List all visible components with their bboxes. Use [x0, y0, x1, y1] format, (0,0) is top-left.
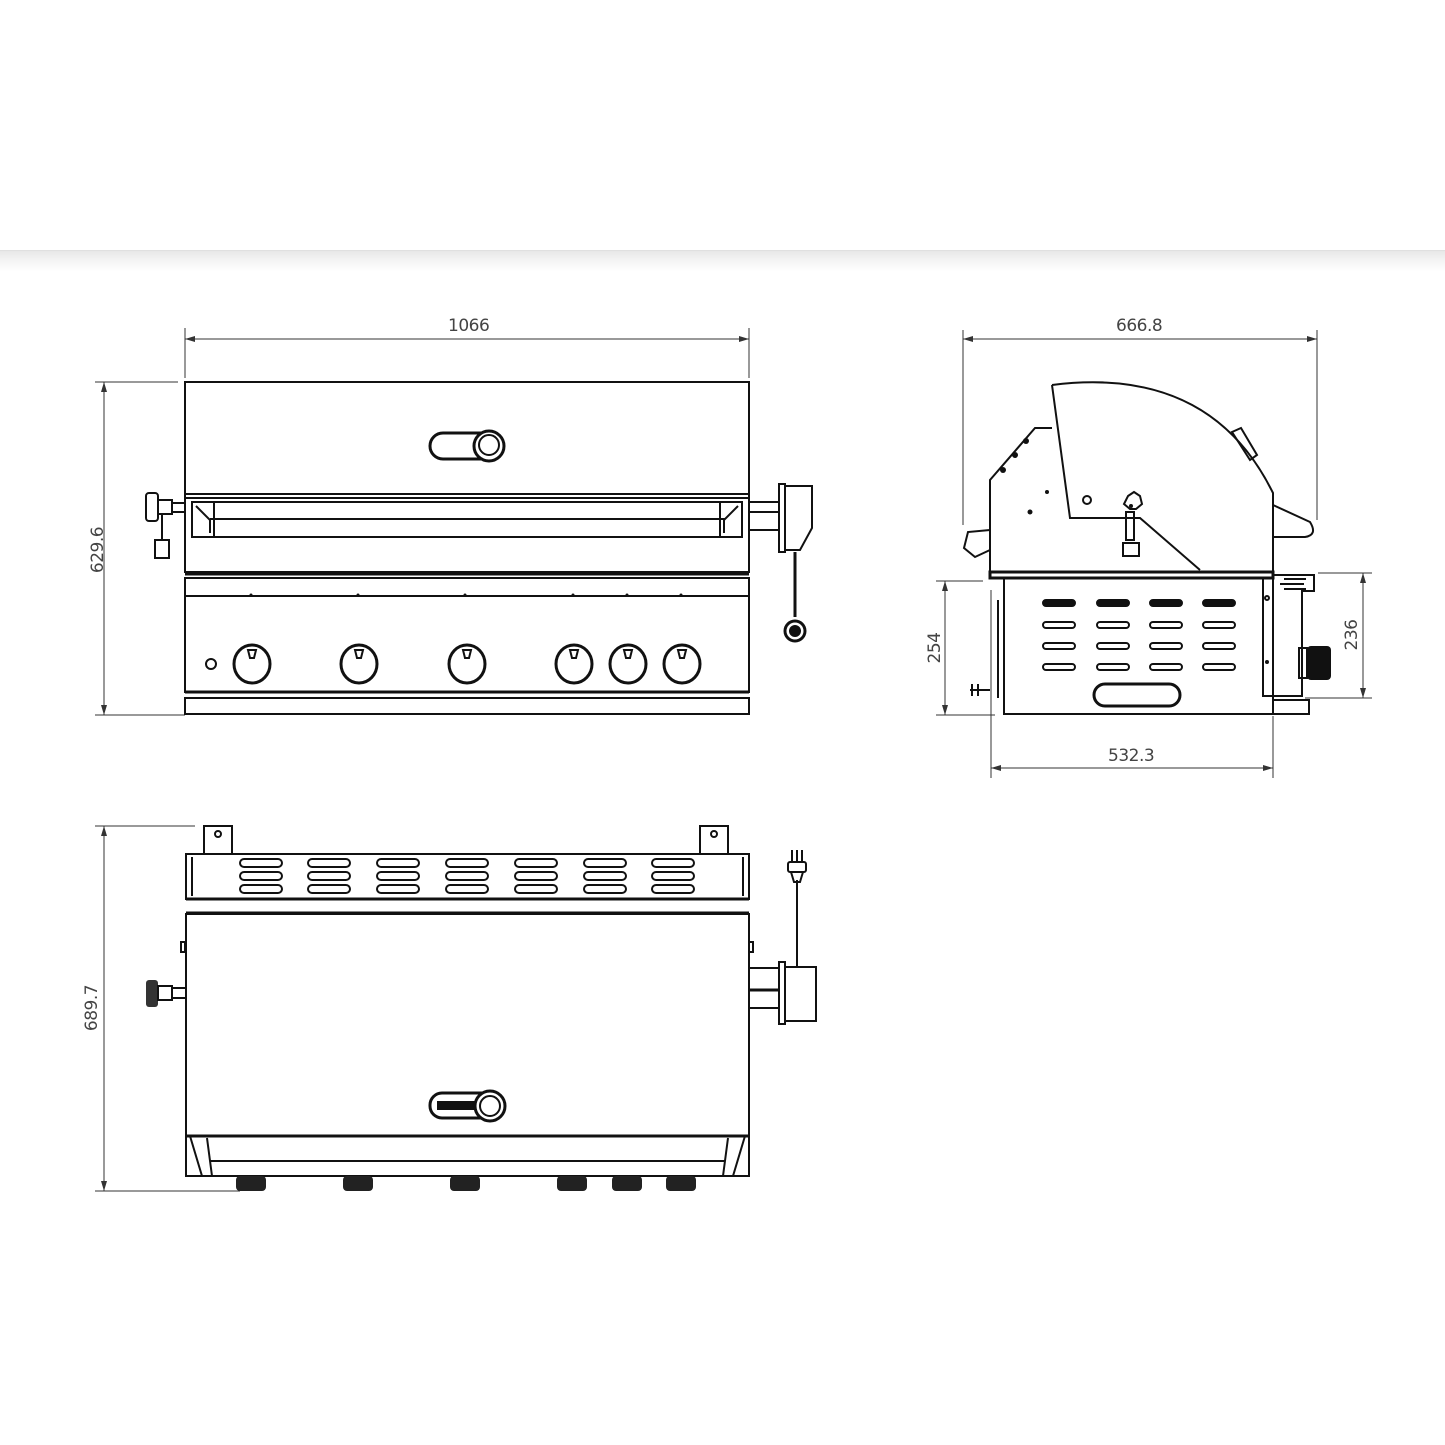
section-divider-line — [0, 250, 1445, 251]
knob-icon — [339, 643, 379, 685]
top-view — [95, 825, 817, 1192]
section-divider — [0, 250, 1445, 272]
gas-connector-icon — [145, 492, 186, 559]
front-width-label: 1066 — [448, 316, 490, 336]
logo-badge-icon — [428, 1089, 507, 1123]
front-view — [95, 328, 813, 716]
knob-icon — [554, 643, 594, 685]
gas-connector-icon — [146, 980, 187, 1007]
top-vent-slots — [239, 858, 695, 894]
side-depth-label: 666.8 — [1116, 316, 1163, 336]
power-plug-icon — [787, 850, 807, 883]
side-view — [936, 330, 1372, 778]
burner-knobs — [232, 643, 702, 685]
side-base-depth-label: 532.3 — [1108, 746, 1155, 766]
ignition-button-icon — [205, 658, 217, 670]
top-view-knobs — [236, 1176, 696, 1191]
regulator-icon — [1298, 646, 1331, 680]
rotisserie-motor-icon — [748, 850, 817, 1025]
knob-icon — [662, 643, 702, 685]
knob-icon — [447, 643, 487, 685]
rotisserie-motor-icon — [748, 483, 813, 643]
drip-tray-handle-icon — [1092, 682, 1182, 708]
logo-badge-icon — [428, 429, 506, 463]
vent-slots — [1042, 599, 1236, 671]
knob-icon — [232, 643, 272, 685]
knob-icon — [608, 643, 648, 685]
side-knob-icon — [1122, 490, 1144, 557]
